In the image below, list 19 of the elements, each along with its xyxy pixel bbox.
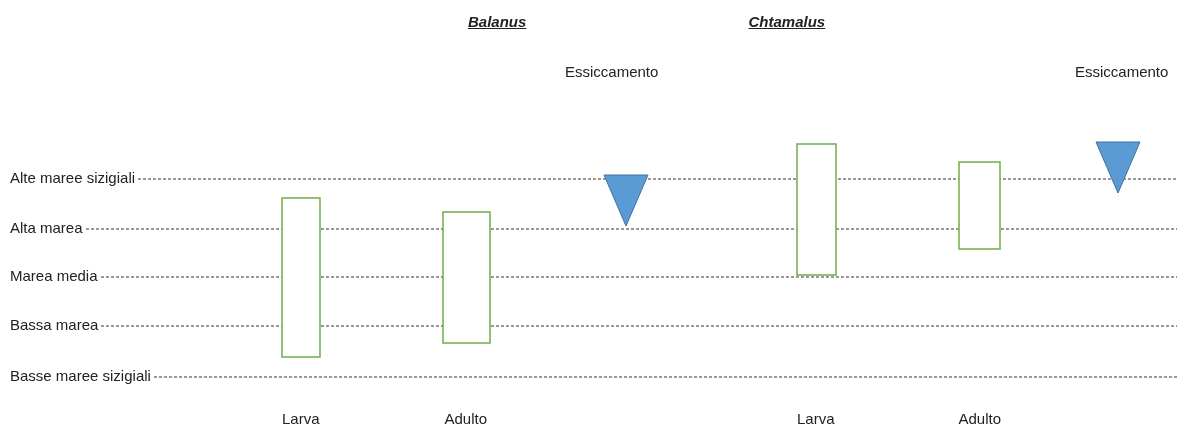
desiccation-label: Essiccamento — [565, 63, 659, 81]
species-heading: Chtamalus — [748, 13, 826, 31]
tide-level-label: Marea media — [10, 267, 98, 285]
range-bar — [796, 143, 837, 276]
range-bar — [281, 197, 321, 358]
triangle-marker — [1095, 141, 1141, 194]
stage-label: Adulto — [444, 410, 488, 428]
tide-level-label: Basse maree sizigiali — [10, 367, 151, 385]
tide-level-label: Alta marea — [10, 219, 83, 237]
species-heading: Balanus — [468, 13, 527, 31]
desiccation-label: Essiccamento — [1075, 63, 1169, 81]
tide-level-label: Bassa marea — [10, 316, 99, 334]
stage-label: Larva — [797, 410, 835, 428]
triangle-marker — [603, 174, 649, 227]
range-bar — [442, 211, 491, 344]
tide-level-label: Alte maree sizigiali — [10, 169, 136, 187]
range-bar — [958, 161, 1001, 250]
stage-label: Adulto — [958, 410, 1002, 428]
stage-label: Larva — [282, 410, 320, 428]
